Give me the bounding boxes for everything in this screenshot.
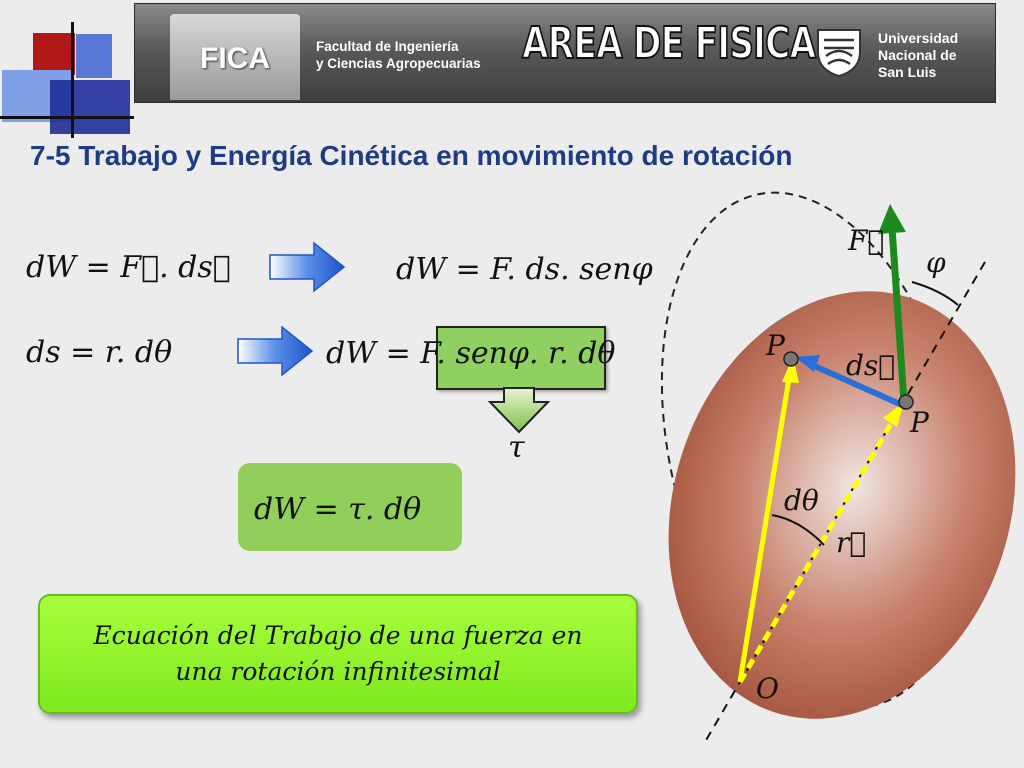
rigid-body — [668, 291, 1016, 719]
torque-symbol: τ — [508, 430, 525, 465]
rotation-diagram: F⃗ φ P ds⃗ P dθ r⃗ O — [660, 191, 1016, 743]
dtheta-arc — [771, 514, 825, 546]
note-text-line2: una rotación infinitesimal — [175, 657, 501, 686]
faculty-name-line2: y Ciencias Agropecuarias — [316, 56, 481, 71]
faculty-name: Facultad de Ingeniería y Ciencias Agrope… — [316, 38, 481, 72]
note-box: Ecuación del Trabajo de una fuerza en un… — [38, 594, 638, 714]
corner-square-red — [33, 33, 75, 75]
radius-vector-dashed-head — [883, 402, 904, 427]
label-phi: φ — [926, 246, 946, 279]
university-name-line2: Nacional de — [878, 47, 957, 63]
corner-square-blue-mid — [76, 34, 112, 78]
label-point-p-initial: P — [909, 406, 930, 439]
label-dtheta: dθ — [784, 484, 819, 517]
faculty-name-line1: Facultad de Ingeniería — [316, 39, 459, 54]
label-origin: O — [756, 672, 779, 705]
university-shield-icon — [817, 29, 861, 78]
phi-arc — [911, 281, 959, 306]
equation-work-expanded-prefix: dW = — [326, 336, 421, 371]
note-text-line1: Ecuación del Trabajo de una fuerza en — [93, 621, 583, 650]
label-radius: r⃗ — [836, 526, 866, 559]
fica-logo: FICA — [170, 14, 300, 100]
corner-square-blue-dark — [50, 80, 130, 134]
equation-work-expanded-suffix: . dθ — [559, 336, 616, 371]
corner-line-vertical — [71, 22, 74, 138]
point-p-final — [783, 351, 799, 367]
corner-line-horizontal — [0, 116, 134, 119]
radius-vector-head — [782, 356, 799, 383]
slide-title: 7-5 Trabajo y Energía Cinética en movimi… — [30, 140, 793, 171]
equation-work-torque: dW = τ. dθ — [254, 492, 422, 527]
fica-logo-text: FICA — [200, 42, 270, 75]
point-p-initial — [898, 394, 914, 410]
equation-work-scalar: dW = F. ds. senφ — [396, 252, 653, 287]
arrow-right-icon — [269, 241, 346, 293]
note-text: Ecuación del Trabajo de una fuerza en un… — [40, 618, 636, 690]
result-box — [238, 463, 462, 551]
force-vector — [888, 227, 908, 403]
university-name: Universidad Nacional de San Luis — [878, 30, 958, 81]
ds-vector — [808, 361, 904, 408]
area-title: AREA DE FISICA — [521, 17, 817, 70]
equation-work-expanded-torque: F. senφ. r — [420, 336, 560, 371]
equation-work-expanded: dW = F. senφ. r. dθ — [326, 336, 615, 371]
label-ds: ds⃗ — [846, 349, 895, 382]
equation-arc-length: ds = r. dθ — [26, 335, 173, 370]
radius-vector-dashed — [737, 410, 901, 684]
label-point-p-final: P — [765, 329, 786, 362]
university-name-line3: San Luis — [878, 64, 937, 80]
arrow-right-icon — [237, 325, 314, 377]
radius-vector — [737, 371, 793, 683]
university-name-line1: Universidad — [878, 30, 959, 46]
equation-work-vector: dW = F⃗. ds⃗ — [26, 250, 231, 285]
label-force: F⃗ — [847, 224, 884, 257]
arrow-down-icon — [487, 387, 551, 434]
force-vector-head — [878, 204, 906, 234]
ds-vector-head — [795, 355, 820, 372]
